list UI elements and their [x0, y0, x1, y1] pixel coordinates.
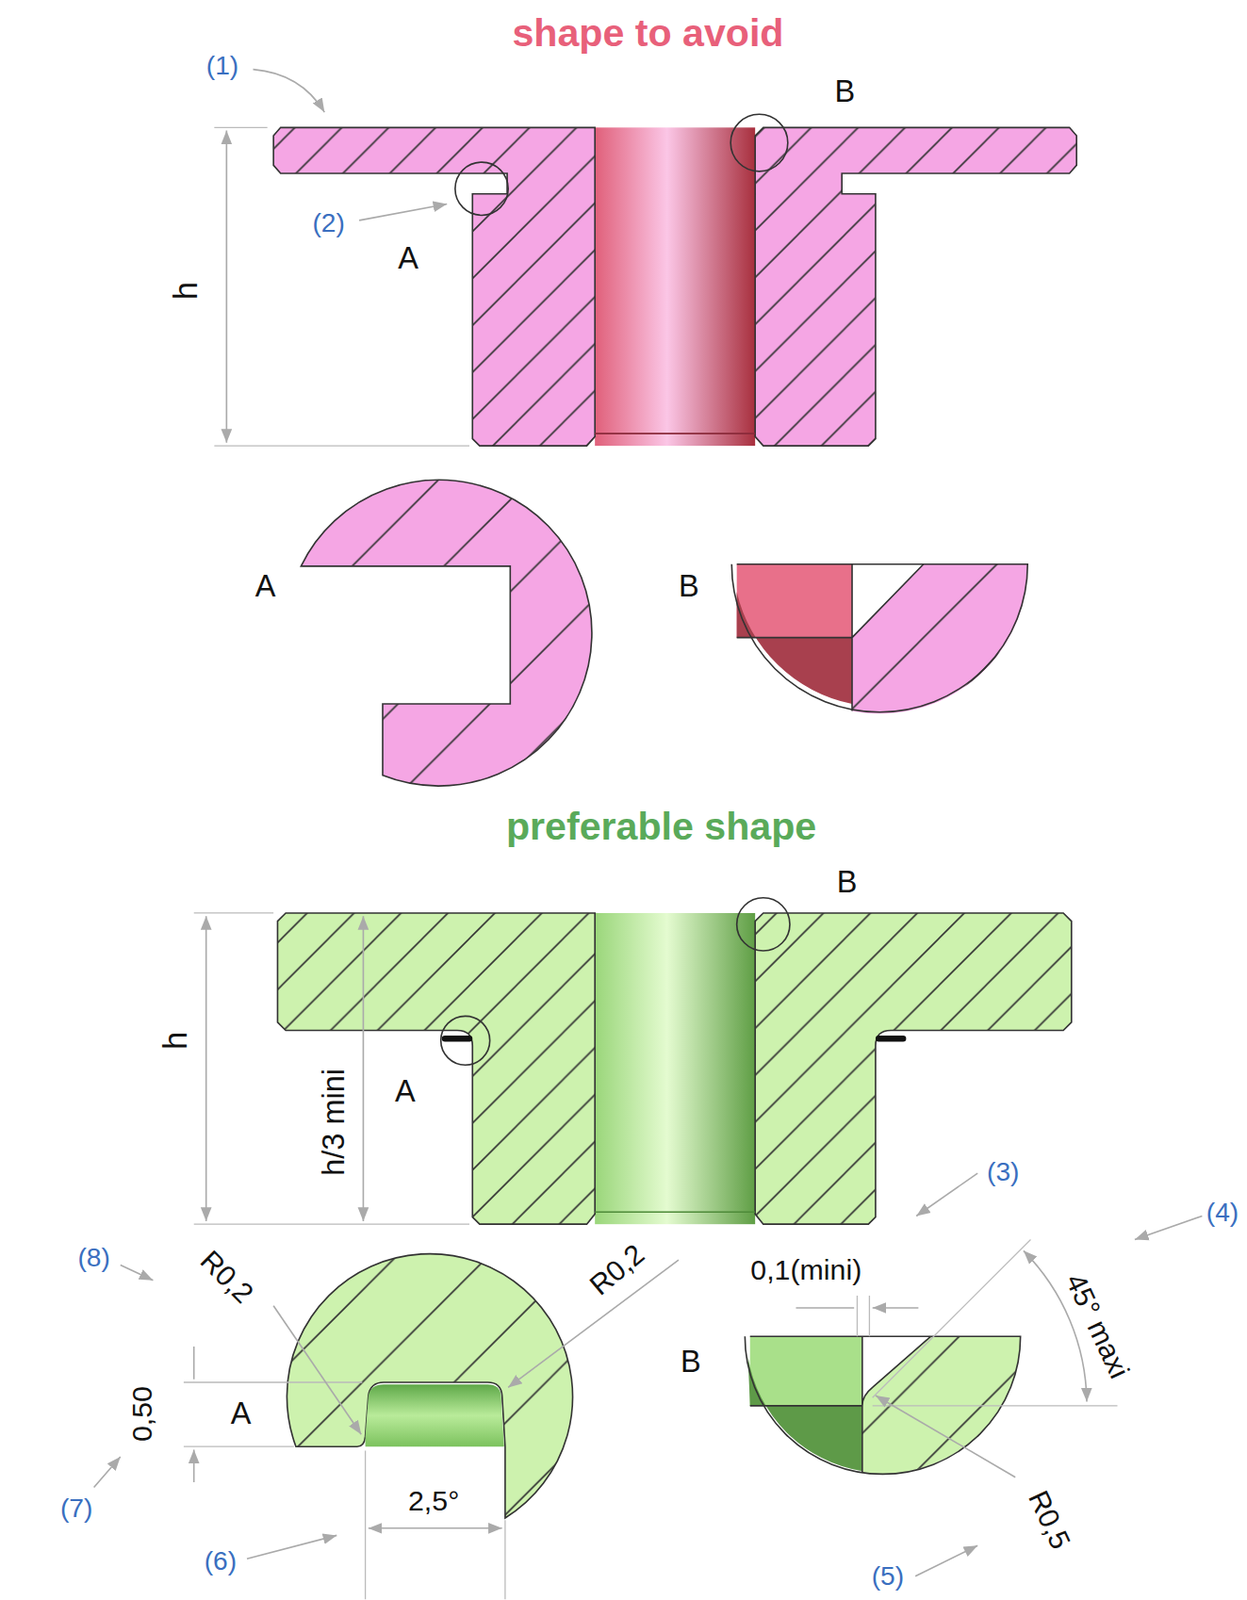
drawing-element	[286, 1254, 573, 1519]
drawing-element	[300, 479, 592, 787]
dimension-label: 0,1(mini)	[747, 1255, 865, 1286]
drawing-element	[737, 591, 853, 705]
callout-number: (2)	[309, 208, 348, 237]
callout-number: (8)	[74, 1243, 114, 1272]
drawing-element	[277, 913, 595, 1225]
view-letter: B	[834, 866, 861, 900]
view-letter: B	[831, 75, 858, 109]
drawing-element	[286, 1254, 573, 1519]
drawing-element	[915, 1545, 978, 1576]
view-letter: B	[675, 570, 703, 604]
drawing-element	[594, 432, 755, 435]
view-letter: A	[227, 1397, 254, 1431]
drawing-element	[856, 1296, 870, 1337]
drawing-element	[795, 1307, 919, 1310]
drawing-element	[748, 1357, 863, 1472]
drawing-element	[246, 1535, 337, 1559]
view-letter: A	[251, 570, 279, 604]
dimension-label: h/3 mini	[317, 1066, 351, 1180]
heading: shape to avoid	[508, 12, 788, 53]
drawing-element	[94, 1457, 121, 1488]
drawing-element	[594, 913, 755, 1225]
drawing-element	[273, 127, 595, 446]
drawing-element	[362, 916, 365, 1222]
drawing-element	[594, 1211, 755, 1214]
drawing-element	[754, 913, 1072, 1225]
dimension-label: 0,50	[127, 1383, 158, 1446]
view-letter: B	[677, 1345, 705, 1379]
drawing-element	[252, 69, 325, 113]
drawing-element	[852, 564, 1028, 715]
drawing-element	[273, 127, 595, 446]
drawing-element	[1134, 1216, 1202, 1241]
dimension-label: 45° maxi	[1058, 1266, 1136, 1387]
drawing-element	[213, 127, 470, 446]
drawing-element	[754, 127, 1077, 446]
dimension-label: R0,2	[582, 1237, 654, 1304]
drawing-element	[754, 127, 1077, 446]
drawing-element	[359, 204, 447, 221]
drawing-element	[737, 898, 790, 952]
drawing-element	[193, 1346, 196, 1483]
drawing-element	[455, 162, 509, 215]
callout-number: (5)	[868, 1562, 907, 1592]
drawing-element	[852, 564, 1028, 715]
drawing-element	[875, 1395, 1016, 1478]
callout-number: (4)	[1203, 1197, 1243, 1227]
drawing-element	[731, 564, 1028, 713]
drawing-element	[120, 1264, 154, 1280]
dimension-label: h	[168, 278, 204, 304]
callout-number: (3)	[984, 1157, 1023, 1186]
callout-number: (6)	[200, 1546, 240, 1576]
drawing-element	[862, 1336, 1021, 1475]
drawing-element	[441, 1016, 491, 1066]
drawing-element	[226, 131, 229, 444]
drawing-element	[368, 1527, 503, 1530]
drawing-element	[916, 1173, 978, 1216]
dimension-label: 2,5°	[405, 1486, 463, 1517]
heading: preferable shape	[503, 805, 821, 847]
drawing-element	[277, 913, 595, 1225]
drawing-element	[365, 1384, 505, 1447]
drawing-element	[750, 1336, 932, 1473]
callout-number: (1)	[203, 50, 243, 80]
view-letter: A	[392, 1075, 419, 1109]
drawing-element	[365, 1451, 506, 1600]
drawing-element	[444, 1035, 903, 1042]
drawing-element	[205, 916, 208, 1222]
dimension-label: h	[158, 1028, 194, 1053]
dimension-label: R0,2	[192, 1243, 262, 1313]
drawing-element	[594, 127, 755, 446]
view-letter: A	[394, 242, 422, 276]
drawing-element	[273, 1306, 361, 1435]
drawing-element	[754, 913, 1072, 1225]
drawing-element	[183, 1382, 362, 1447]
callout-number: (7)	[57, 1493, 97, 1523]
drawing-element	[737, 564, 924, 712]
drawing-element	[300, 479, 592, 787]
drawing-element	[194, 913, 470, 1225]
drawing-element	[737, 564, 853, 639]
drawing-element	[862, 1336, 1021, 1475]
drawing-element	[730, 114, 788, 172]
dimension-label: R0,5	[1020, 1483, 1077, 1558]
drawing-element	[750, 1336, 863, 1407]
